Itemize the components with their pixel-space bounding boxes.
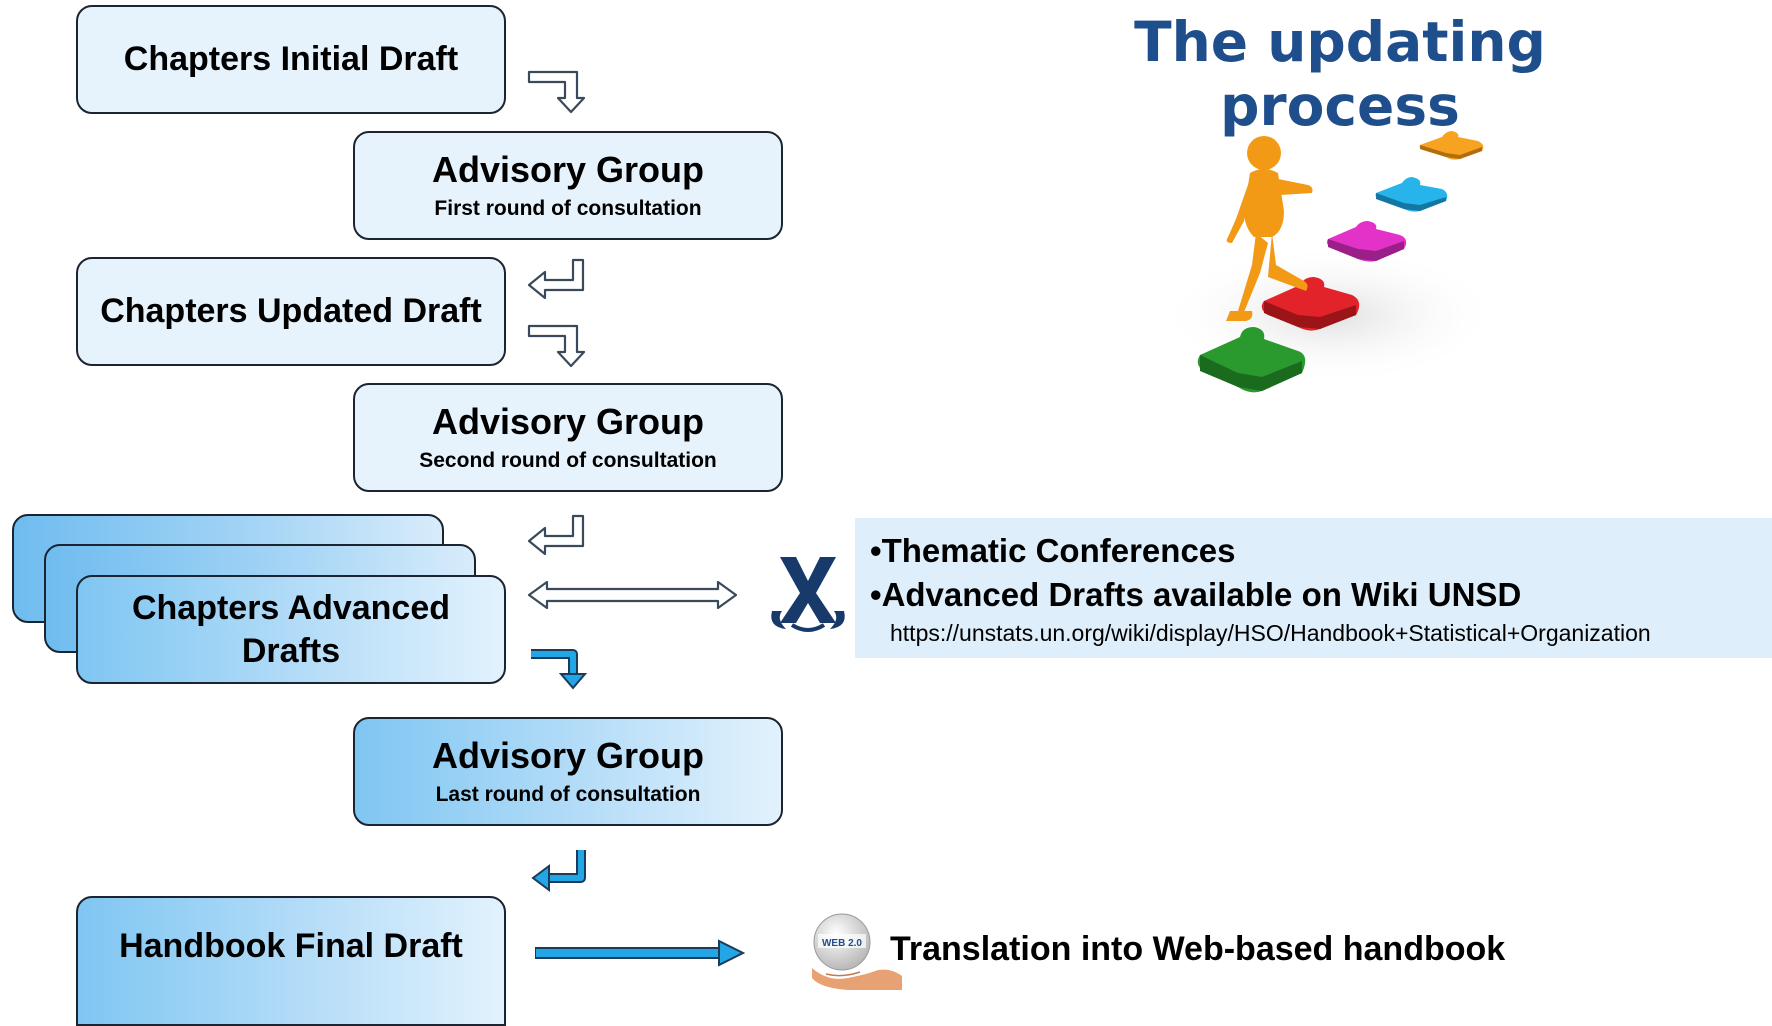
translation-label: Translation into Web-based handbook xyxy=(890,930,1506,968)
final-draft-box: Handbook Final Draft xyxy=(76,896,506,1026)
web-2-globe-on-hand-icon: WEB 2.0 xyxy=(812,913,902,990)
figure-climbing-puzzle-steps-icon xyxy=(1160,131,1500,393)
blue-arrow-right xyxy=(535,939,746,967)
double-headed-arrow xyxy=(527,580,738,610)
blue-arrow-left xyxy=(531,850,586,892)
connector-arrow-down-right-1 xyxy=(527,70,586,114)
updated-draft-label: Chapters Updated Draft xyxy=(100,292,482,331)
advanced-draft-label-line2: Drafts xyxy=(241,631,341,670)
advisory-group-first-box: Advisory Group First round of consultati… xyxy=(353,131,783,240)
initial-draft-box: Chapters Initial Draft xyxy=(76,5,506,114)
bullet-advanced-drafts: •Advanced Drafts available on Wiki UNSD xyxy=(870,576,1522,613)
advisory-group-second-box: Advisory Group Second round of consultat… xyxy=(353,383,783,492)
initial-draft-label: Chapters Initial Draft xyxy=(123,40,459,79)
page-title: The updating process xyxy=(1134,10,1546,138)
updated-draft-box: Chapters Updated Draft xyxy=(76,257,506,366)
connector-arrow-left-2 xyxy=(527,514,585,556)
advisory-group-first-title: Advisory Group xyxy=(431,148,705,190)
advanced-draft-box: Chapters Advanced Drafts xyxy=(76,575,506,684)
advisory-group-last-box: Advisory Group Last round of consultatio… xyxy=(353,717,783,826)
final-draft-label: Handbook Final Draft xyxy=(119,926,463,965)
blue-arrow-down-right xyxy=(531,649,588,690)
connector-arrow-left-1 xyxy=(527,258,585,300)
confluence-wiki-icon xyxy=(771,557,845,632)
bullet-advanced-drafts-text: Advanced Drafts available on Wiki UNSD xyxy=(881,576,1522,613)
advisory-group-last-subtitle: Last round of consultation xyxy=(435,783,701,807)
advisory-group-second-subtitle: Second round of consultation xyxy=(419,449,717,473)
connector-arrow-down-right-2 xyxy=(527,324,586,368)
bullet-thematic-conferences: •Thematic Conferences xyxy=(870,532,1236,569)
info-panel xyxy=(855,518,1772,658)
bullet-thematic-conferences-text: Thematic Conferences xyxy=(881,532,1236,569)
advanced-draft-label-line1: Chapters Advanced xyxy=(131,589,451,627)
web-badge-text: WEB 2.0 xyxy=(822,938,862,949)
advisory-group-second-title: Advisory Group xyxy=(431,400,705,442)
advisory-group-first-subtitle: First round of consultation xyxy=(434,197,702,221)
wiki-url-link[interactable]: https://unstats.un.org/wiki/display/HSO/… xyxy=(890,620,1651,646)
advisory-group-last-title: Advisory Group xyxy=(431,734,705,776)
